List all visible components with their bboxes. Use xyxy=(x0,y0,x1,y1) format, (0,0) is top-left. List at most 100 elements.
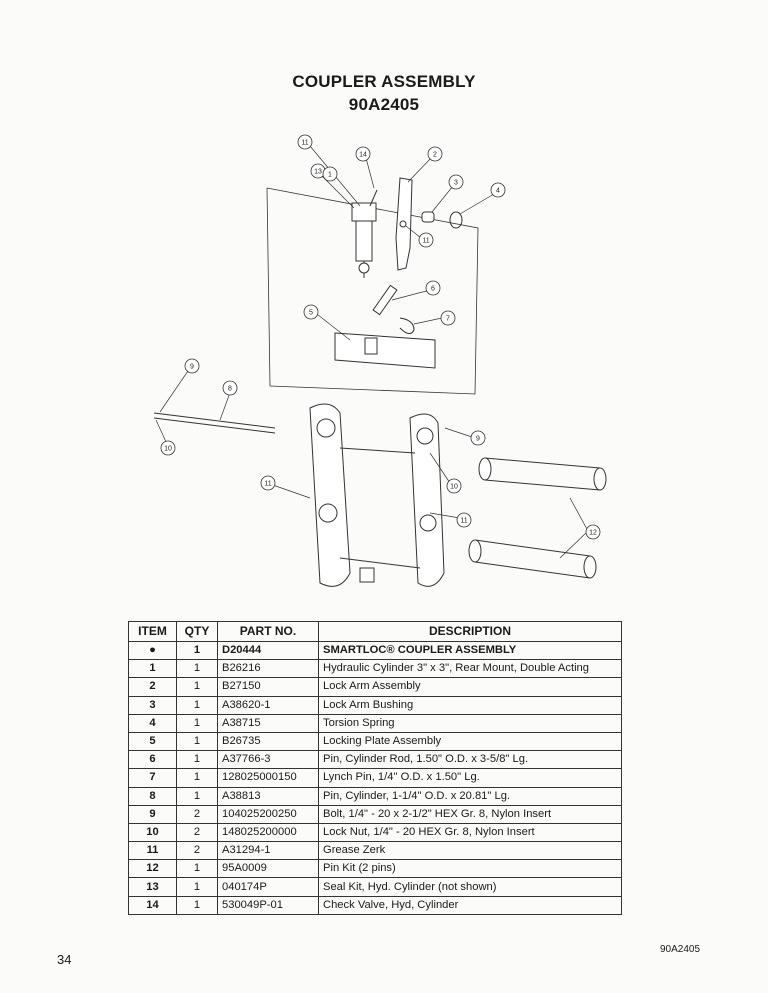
cell-desc: Check Valve, Hyd, Cylinder xyxy=(318,895,622,915)
cell-qty: 1 xyxy=(176,786,218,806)
cell-part: 530049P-01 xyxy=(217,895,319,915)
check-valve xyxy=(369,189,378,207)
coupler-base xyxy=(339,557,421,569)
callout-label: 11 xyxy=(301,140,308,147)
page-number: 34 xyxy=(57,952,72,967)
cell-desc: Bolt, 1/4" - 20 x 2-1/2" HEX Gr. 8, Nylo… xyxy=(318,804,622,824)
document-id: 90A2405 xyxy=(660,944,701,955)
cell-item: 11 xyxy=(128,841,177,861)
exploded-diagram: 11 14 13 1 2 3 4 11 6 5 7 9 8 10 9 10 11… xyxy=(130,128,630,610)
callout-label: 9 xyxy=(476,436,480,443)
cell-part: 128025000150 xyxy=(217,768,319,788)
header-item: ITEM xyxy=(128,621,177,642)
cell-desc: Pin Kit (2 pins) xyxy=(318,859,622,879)
page-subtitle: 90A2405 xyxy=(348,95,420,114)
locking-plate-lug xyxy=(364,337,378,355)
cell-desc: Pin, Cylinder Rod, 1.50" O.D. x 3-5/8" L… xyxy=(318,750,622,770)
cell-part: D20444 xyxy=(217,640,319,661)
callout-labels: 11 14 13 1 2 3 4 11 6 5 7 9 8 10 9 10 11… xyxy=(164,140,597,537)
cylinder-eye xyxy=(358,262,370,274)
parts-table-header: ITEM QTY PART NO. DESCRIPTION xyxy=(128,621,622,642)
callout-label: 3 xyxy=(454,180,458,187)
cell-qty: 1 xyxy=(176,750,218,770)
coupler-bore-3 xyxy=(416,427,434,445)
cell-part: 040174P xyxy=(217,877,319,897)
callout-label: 11 xyxy=(422,238,429,245)
coupler-side-plate-right xyxy=(409,413,445,587)
lock-arm-bushing xyxy=(421,211,435,223)
cell-item: 1 xyxy=(128,659,177,679)
cell-part: A38813 xyxy=(217,786,319,806)
exploded-diagram-svg: 11 14 13 1 2 3 4 11 6 5 7 9 8 10 9 10 11… xyxy=(153,134,607,587)
cylinder-rod-pin xyxy=(372,284,398,316)
cell-part: 95A0009 xyxy=(217,859,319,879)
coupler-bore-2 xyxy=(318,503,338,523)
pin-kit xyxy=(468,457,607,579)
cell-item: 6 xyxy=(128,750,177,770)
cell-qty: 1 xyxy=(176,731,218,752)
torsion-spring xyxy=(449,211,463,229)
cell-desc: Lock Nut, 1/4" - 20 HEX Gr. 8, Nylon Ins… xyxy=(318,822,622,843)
lock-arm-hole xyxy=(399,220,407,228)
header-part-no: PART NO. xyxy=(217,621,319,642)
cell-qty: 1 xyxy=(176,695,218,715)
cell-qty: 1 xyxy=(176,640,218,661)
callout-label: 2 xyxy=(433,152,437,159)
cell-part: B27150 xyxy=(217,677,319,697)
cell-item: 4 xyxy=(128,713,177,733)
callout-label: 11 xyxy=(264,481,271,488)
callout-label: 14 xyxy=(359,152,367,159)
header-description: DESCRIPTION xyxy=(318,621,622,642)
callout-label: 13 xyxy=(314,169,322,176)
callout-label: 9 xyxy=(190,364,194,371)
cylinder-mount xyxy=(351,202,377,222)
callout-label: 8 xyxy=(228,386,232,393)
cell-part: B26735 xyxy=(217,731,319,752)
coupler-side-plate-left xyxy=(309,403,351,587)
coupler-bore-4 xyxy=(419,514,437,532)
callout-label: 1 xyxy=(328,172,332,179)
lynch-pin xyxy=(399,317,415,334)
cell-part: 148025200000 xyxy=(217,822,319,843)
cell-desc: Lock Arm Bushing xyxy=(318,695,622,715)
callout-circles xyxy=(160,134,601,540)
cell-qty: 1 xyxy=(176,713,218,733)
leader-lines xyxy=(155,145,589,559)
cell-item: ● xyxy=(128,640,177,661)
cell-part: B26216 xyxy=(217,659,319,679)
page-title: COUPLER ASSEMBLY xyxy=(292,72,476,91)
cell-qty: 1 xyxy=(176,877,218,897)
callout-label: 12 xyxy=(589,530,597,537)
callout-label: 10 xyxy=(164,446,172,453)
cell-item: 8 xyxy=(128,786,177,806)
cell-qty: 2 xyxy=(176,841,218,861)
callout-label: 5 xyxy=(309,310,313,317)
cell-item: 14 xyxy=(128,895,177,915)
cylinder-body xyxy=(355,220,373,262)
coupler-hitch-eye xyxy=(359,567,375,583)
callout-label: 7 xyxy=(446,316,450,323)
cell-desc: Seal Kit, Hyd. Cylinder (not shown) xyxy=(318,877,622,897)
cell-qty: 1 xyxy=(176,768,218,788)
cell-item: 10 xyxy=(128,822,177,843)
callout-label: 11 xyxy=(460,518,467,525)
cell-desc: SMARTLOC® COUPLER ASSEMBLY xyxy=(318,640,622,661)
cylinder-pin xyxy=(153,412,276,429)
cell-desc: Torsion Spring xyxy=(318,713,622,733)
cell-part: A37766-3 xyxy=(217,750,319,770)
